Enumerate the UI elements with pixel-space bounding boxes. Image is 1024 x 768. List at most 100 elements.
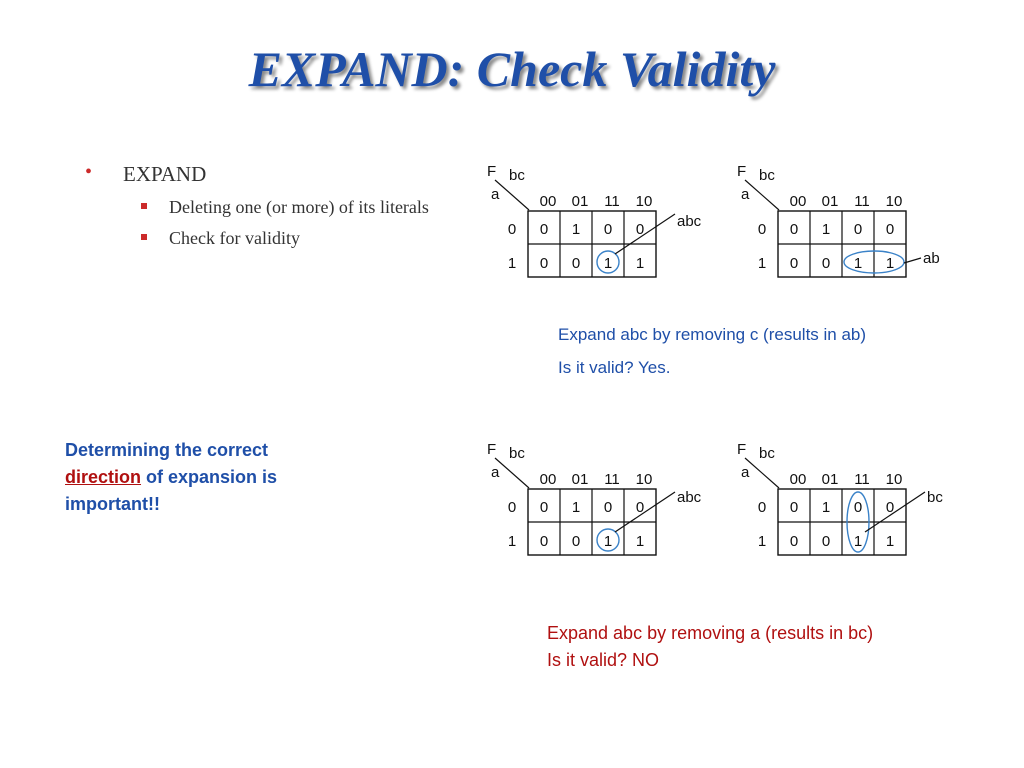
kmap-2-svg: F bc a 00 01 11 10 0 1 0 1 0 0 0 0 1 1 a… — [737, 163, 940, 278]
group-ellipse-bc — [846, 491, 870, 553]
kmap-cell: 0 — [886, 499, 894, 516]
col-header-11: 11 — [854, 193, 870, 210]
kmap-3-svg: F bc a 00 01 11 10 0 1 0 1 0 0 0 0 1 1 a… — [487, 441, 702, 556]
group-circle-abc — [596, 250, 620, 274]
label-abc: abc — [677, 489, 702, 506]
caption-top-line-1: Expand abc by removing c (results in ab) — [558, 325, 867, 344]
kmap-cell: 0 — [854, 499, 862, 516]
col-header-10: 10 — [636, 471, 653, 488]
kmap-cell: 1 — [572, 221, 580, 238]
kmap-3: F bc a 00 01 11 10 0 1 0 1 0 0 0 0 1 1 a… — [485, 440, 735, 560]
label-ab: ab — [923, 250, 940, 267]
note-post: of expansion is important!! — [65, 467, 278, 514]
kmap-corner-diagonal — [744, 457, 780, 489]
col-header-00: 00 — [540, 193, 557, 210]
group-circle-abc — [596, 528, 620, 552]
caption-top: Expand abc by removing c (results in ab)… — [558, 318, 866, 384]
kmap-cell: 1 — [572, 499, 580, 516]
row-header-1: 1 — [758, 533, 766, 550]
kmap-1-svg: F bc a 00 01 11 10 0 1 0 1 0 0 0 0 1 1 a… — [487, 163, 702, 278]
kmap-cell: 0 — [636, 499, 644, 516]
row-header-1: 1 — [508, 533, 516, 550]
col-header-01: 01 — [572, 471, 589, 488]
col-header-10: 10 — [636, 193, 653, 210]
label-bc: bc — [927, 489, 943, 506]
kmap-cell: 0 — [790, 221, 798, 238]
direction-note: Determining the correct direction of exp… — [65, 437, 355, 518]
kmap-cell: 1 — [636, 255, 644, 272]
pointer-line — [614, 213, 676, 255]
sub-bullet-check: Check for validity — [85, 227, 439, 249]
row-header-0: 0 — [758, 499, 766, 516]
kmap-4-svg: F bc a 00 01 11 10 0 1 0 1 0 0 0 0 1 1 b… — [737, 441, 943, 556]
kmap-cell: 0 — [790, 255, 798, 272]
kmap-col-var: bc — [509, 167, 525, 184]
kmap-cell: 0 — [572, 255, 580, 272]
caption-bottom-line-1: Expand abc by removing a (results in bc) — [547, 623, 874, 643]
col-header-11: 11 — [604, 471, 620, 488]
kmap-col-var: bc — [759, 445, 775, 462]
caption-top-line-2: Is it valid? Yes. — [558, 358, 671, 377]
kmap-cell: 0 — [886, 221, 894, 238]
col-header-01: 01 — [822, 471, 839, 488]
square-bullet-icon — [141, 234, 147, 240]
pointer-line — [614, 491, 676, 533]
kmap-cell: 1 — [604, 255, 612, 272]
sub-bullet-deleting: Deleting one (or more) of its literals — [85, 196, 439, 218]
kmap-cell: 0 — [604, 499, 612, 516]
bullet-expand: • EXPAND — [85, 161, 439, 187]
col-header-11: 11 — [604, 193, 620, 210]
kmap-row-var: a — [741, 186, 750, 203]
col-header-00: 00 — [790, 193, 807, 210]
group-ellipse-ab — [843, 250, 905, 274]
kmap-cell: 0 — [790, 533, 798, 550]
col-header-11: 11 — [854, 471, 870, 488]
note-pre: Determining the correct — [65, 440, 269, 460]
kmap-cell: 1 — [854, 255, 862, 272]
label-abc: abc — [677, 213, 702, 230]
row-header-1: 1 — [508, 255, 516, 272]
kmap-corner-diagonal — [494, 179, 530, 211]
kmap-cell: 0 — [604, 221, 612, 238]
pointer-line — [903, 257, 922, 264]
kmap-cell: 0 — [540, 533, 548, 550]
col-header-01: 01 — [822, 193, 839, 210]
row-header-0: 0 — [508, 499, 516, 516]
kmap-cell: 0 — [636, 221, 644, 238]
sub-bullet-deleting-text: Deleting one (or more) of its literals — [169, 197, 429, 217]
kmap-cell: 1 — [636, 533, 644, 550]
kmap-4: F bc a 00 01 11 10 0 1 0 1 0 0 0 0 1 1 b… — [735, 440, 985, 560]
kmap-out-label: F — [487, 163, 496, 180]
caption-bottom: Expand abc by removing a (results in bc)… — [547, 620, 873, 674]
row-header-0: 0 — [508, 221, 516, 238]
col-header-10: 10 — [886, 193, 903, 210]
kmap-col-var: bc — [759, 167, 775, 184]
bullet-list: • EXPAND Deleting one (or more) of its l… — [85, 161, 439, 249]
kmap-cell: 1 — [604, 533, 612, 550]
kmap-cell: 0 — [572, 533, 580, 550]
caption-bottom-line-2: Is it valid? NO — [547, 650, 660, 670]
kmap-cell: 0 — [822, 255, 830, 272]
sub-bullet-check-text: Check for validity — [169, 228, 300, 248]
kmap-2: F bc a 00 01 11 10 0 1 0 1 0 0 0 0 1 1 a… — [735, 162, 985, 282]
kmap-col-var: bc — [509, 445, 525, 462]
pointer-line — [864, 491, 926, 533]
kmap-corner-diagonal — [494, 457, 530, 489]
col-header-00: 00 — [540, 471, 557, 488]
kmap-cell: 1 — [886, 255, 894, 272]
kmap-cell: 1 — [822, 221, 830, 238]
kmap-out-label: F — [487, 441, 496, 458]
col-header-00: 00 — [790, 471, 807, 488]
kmap-corner-diagonal — [744, 179, 780, 211]
kmap-cell: 0 — [790, 499, 798, 516]
col-header-01: 01 — [572, 193, 589, 210]
kmap-cell: 0 — [540, 255, 548, 272]
kmap-cell: 0 — [854, 221, 862, 238]
row-header-1: 1 — [758, 255, 766, 272]
kmap-cell: 0 — [822, 533, 830, 550]
note-highlight: direction — [65, 467, 142, 487]
kmap-out-label: F — [737, 163, 746, 180]
kmap-cell: 1 — [886, 533, 894, 550]
col-header-10: 10 — [886, 471, 903, 488]
kmap-out-label: F — [737, 441, 746, 458]
